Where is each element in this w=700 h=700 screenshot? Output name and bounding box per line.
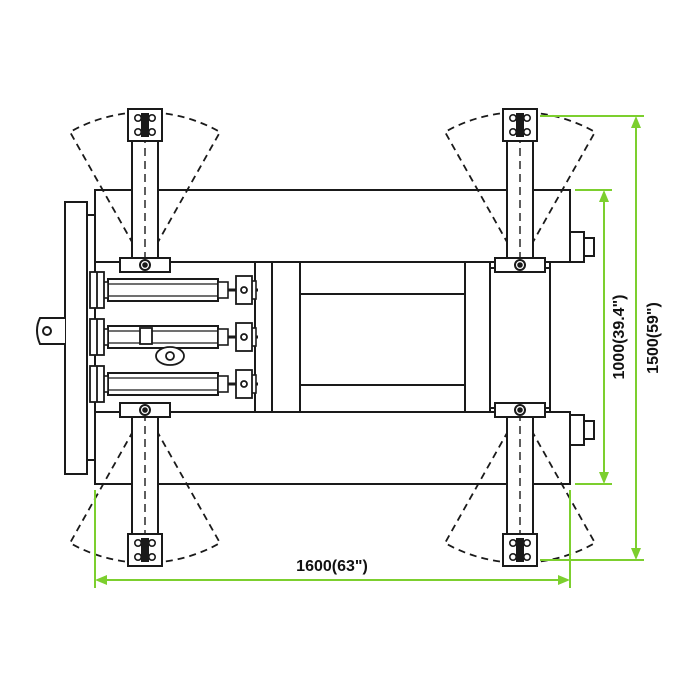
swing-arms <box>119 124 546 551</box>
arm-bottom-left <box>119 402 171 551</box>
right-carriage <box>489 267 551 409</box>
width-dimension-label: 1600(63") <box>296 558 368 575</box>
outer-height-dimension-label: 1500(59") <box>645 302 662 374</box>
top-rail <box>94 189 571 263</box>
inner-height-dimension-label: 1000(39.4") <box>611 295 628 380</box>
left-end-plate <box>64 201 88 475</box>
arm-top-left <box>119 124 171 273</box>
center-platform-inner <box>299 261 466 413</box>
dimension-lines <box>94 115 644 588</box>
cylinder-bank <box>89 271 260 403</box>
arm-top-right <box>494 124 546 273</box>
right-rollers <box>569 231 595 446</box>
arm-bottom-right <box>494 402 546 551</box>
bottom-rail <box>94 411 571 485</box>
